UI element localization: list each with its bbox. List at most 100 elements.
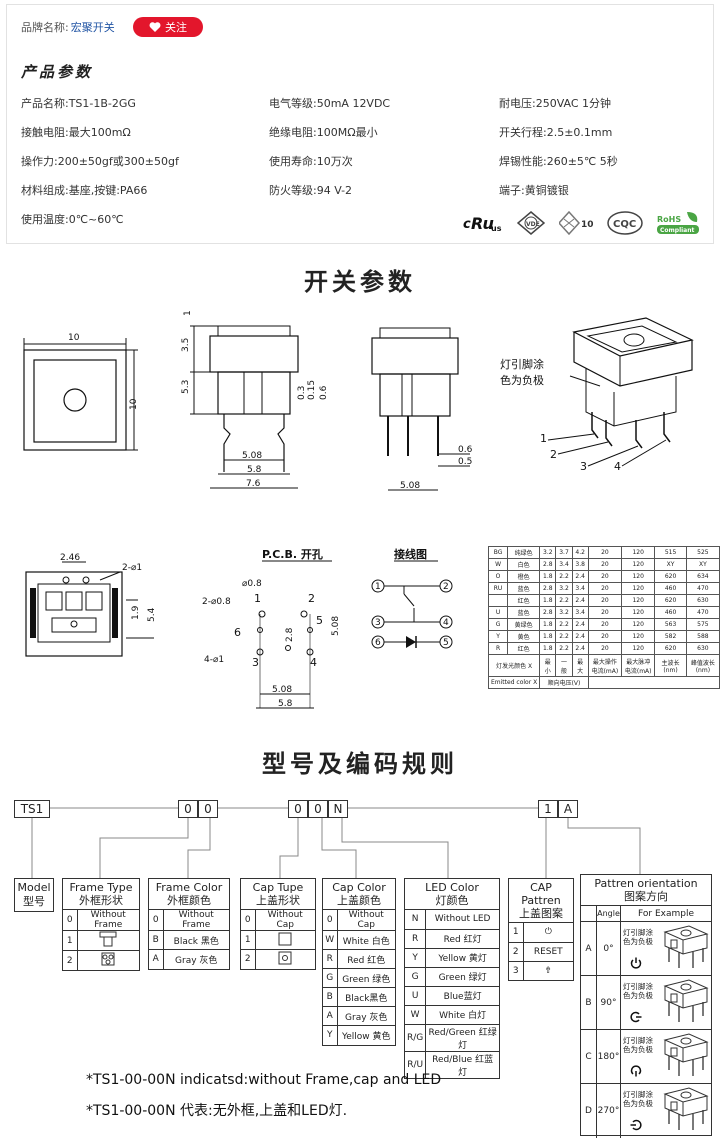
rule-code: W <box>405 1004 427 1024</box>
svg-text:5.08: 5.08 <box>331 616 341 636</box>
led-table-cell: 20 <box>587 606 623 619</box>
rule-row: 1⏻ <box>509 923 573 942</box>
svg-text:5.4: 5.4 <box>147 607 157 622</box>
svg-text:0.5: 0.5 <box>458 457 472 467</box>
cap-pattern-cn: 上盖图案 <box>519 907 563 920</box>
rule-value: Gray 灰色 <box>337 1006 395 1026</box>
follow-button[interactable]: 关注 <box>133 17 203 37</box>
rule-value: Without LED <box>434 914 491 925</box>
spec-cell: 绝缘电阻:100MΩ最小 <box>269 126 378 139</box>
rule-row: 0 Without Frame <box>149 910 229 931</box>
svg-text:0.15: 0.15 <box>307 380 317 400</box>
rule-code: B <box>149 930 164 950</box>
svg-text:4: 4 <box>310 656 317 669</box>
svg-text:3: 3 <box>252 656 259 669</box>
cap-color-en: Cap Color <box>332 881 386 894</box>
follow-label: 关注 <box>165 21 187 34</box>
rule-value: ⇮ <box>523 960 573 980</box>
rule-code: 2 <box>241 949 256 969</box>
led-table-cell: 20 <box>587 642 623 655</box>
rule-code: 0 <box>149 910 164 931</box>
led-table-cell: 2.4 <box>571 570 589 583</box>
svg-text:5.3: 5.3 <box>181 380 191 394</box>
svg-text:1.9: 1.9 <box>131 605 141 620</box>
led-color-cn: 灯颜色 <box>435 894 469 907</box>
rule-value: RESET <box>523 941 573 961</box>
rule-value: Without Frame <box>178 910 214 930</box>
led-footer-cell: 峰值波长(nm) <box>685 654 720 677</box>
rule-value: Blue蓝灯 <box>425 985 499 1005</box>
svg-text:2: 2 <box>308 592 315 605</box>
led-footer2-cell: 顺向电压(V) <box>539 676 589 689</box>
pin-label-4: 4 <box>614 460 621 473</box>
svg-text:6: 6 <box>234 626 241 639</box>
svg-text:5.08: 5.08 <box>400 481 420 491</box>
pcb-title: P.C.B. 开孔 <box>262 548 323 561</box>
led-table-cell: 20 <box>587 630 623 643</box>
led-table-cell: 120 <box>621 642 656 655</box>
led-table-cell <box>487 594 509 607</box>
model-box: Model 型号 <box>14 878 54 912</box>
orientation-example: 灯引脚涂色为负极 <box>621 976 711 1029</box>
led-table-cell: 红色 <box>507 642 541 655</box>
spec-cell: 焊锡性能:260±5℃ 5秒 <box>499 155 618 168</box>
svg-text:7.6: 7.6 <box>246 479 261 489</box>
switch-example-drawing <box>663 925 709 968</box>
vde-cert-logo: VDE <box>517 211 545 235</box>
rule-value: Red/Blue 红蓝灯 <box>425 1050 499 1078</box>
svg-text:10: 10 <box>581 220 593 230</box>
led-table-cell: 3.4 <box>571 582 589 595</box>
rule-row: 2 <box>241 949 315 969</box>
example-header: For Example <box>638 908 694 919</box>
orientation-example: 灯引脚涂色为负极 <box>621 922 711 975</box>
spec-cell: 端子:黄铜镀银 <box>499 184 569 197</box>
svg-text:4: 4 <box>443 618 449 628</box>
pin-label-2: 2 <box>550 448 557 461</box>
rule-row: 1 <box>63 930 139 951</box>
led-footer2-cell <box>587 676 720 689</box>
led-table-cell: 563 <box>654 618 687 631</box>
lamp-note-line2: 色为负极 <box>500 373 544 387</box>
lamp-note-line1: 灯引脚涂 <box>500 357 544 371</box>
svg-text:5.8: 5.8 <box>278 699 293 709</box>
led-table-cell: 黄色 <box>507 630 541 643</box>
spec-cell: 材料组成:基座,按键:PA66 <box>21 184 148 197</box>
led-footer-cell: 最大脉冲电流(mA) <box>621 654 656 677</box>
led-table-cell: 620 <box>654 642 687 655</box>
led-table-cell: 620 <box>654 570 687 583</box>
led-table-cell: 620 <box>654 594 687 607</box>
rule-value: Green 绿灯 <box>425 966 499 986</box>
rule-value: Without Cap <box>267 910 303 930</box>
led-table-cell: 4.2 <box>571 546 589 559</box>
svg-text:2-⌀0.8: 2-⌀0.8 <box>202 597 231 607</box>
led-table-cell: 白色 <box>507 558 541 571</box>
led-table-cell: 515 <box>654 546 687 559</box>
brand-name-link[interactable]: 宏聚开关 <box>70 21 115 34</box>
rule-value: Gray 灰色 <box>163 949 229 969</box>
led-table-cell: 3.2 <box>539 546 557 559</box>
rule-code: U <box>405 985 427 1005</box>
led-footer-cell: 主波长(nm) <box>654 654 687 677</box>
led-table-cell: 582 <box>654 630 687 643</box>
rule-code: B <box>323 987 338 1007</box>
coding-rules-title: 型号及编码规则 <box>262 750 458 778</box>
rule-code: 1 <box>509 923 524 942</box>
